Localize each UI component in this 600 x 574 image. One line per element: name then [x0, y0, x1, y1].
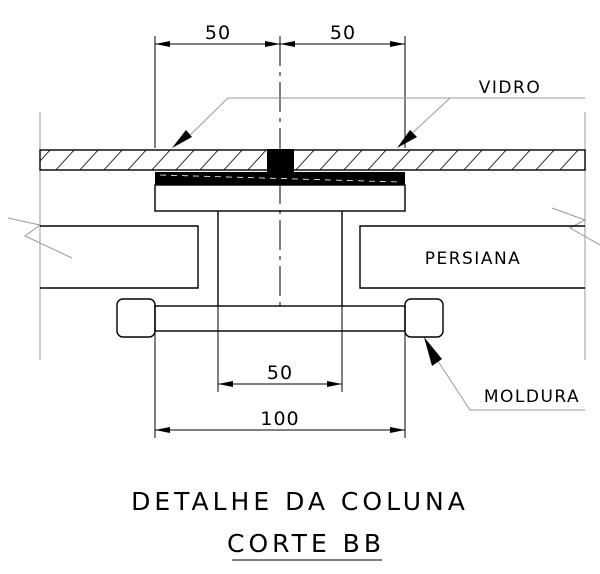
- glass-hatch-line: [295, 150, 315, 170]
- glass-hatch-line: [319, 150, 339, 170]
- glass-hatch-line: [391, 150, 411, 170]
- glass-hatch-line: [463, 150, 483, 170]
- overall-dimension: 100: [154, 331, 406, 438]
- frame-leader: [424, 337, 585, 411]
- glass-hatch-line: [40, 150, 51, 162]
- glass-hatch-line: [511, 150, 531, 170]
- glass-hatch-line: [103, 150, 123, 170]
- drawing-subtitle: CORTE BB: [227, 529, 385, 558]
- glass-hatch-line: [439, 150, 459, 170]
- dimension-top-left: 50: [205, 22, 231, 44]
- label-frame: MOLDURA: [484, 387, 580, 407]
- glass-hatch-line: [127, 150, 147, 170]
- label-glass: VIDRO: [479, 78, 541, 98]
- shutter-right: [359, 225, 585, 289]
- shutter-left: [40, 225, 199, 289]
- glass-hatch-line: [535, 150, 555, 170]
- glass-leader: [172, 97, 585, 148]
- column-body: [154, 184, 406, 306]
- glass-section: [39, 149, 586, 171]
- drawing-title: DETALHE DA COLUNA: [131, 487, 469, 516]
- glass-hatch-line: [199, 150, 219, 170]
- glass-hatch-line: [559, 150, 579, 170]
- label-shutter: PERSIANA: [425, 249, 522, 269]
- glass-hatch-line: [79, 150, 99, 170]
- inner-dimension: 50: [217, 306, 343, 392]
- dimension-overall: 100: [260, 408, 299, 430]
- glass-hatch-line: [223, 150, 243, 170]
- gasket-strip: [155, 149, 405, 185]
- glass-hatch-line: [367, 150, 387, 170]
- dimension-inner: 50: [267, 362, 293, 384]
- glass-hatch-line: [55, 150, 75, 170]
- glass-hatch-line: [175, 150, 195, 170]
- glass-hatch-line: [487, 150, 507, 170]
- glass-hatch-line: [415, 150, 435, 170]
- glass-hatch-line: [247, 150, 267, 170]
- dimension-top-right: 50: [330, 22, 356, 44]
- glass-hatch-line: [343, 150, 363, 170]
- wall-lines: [7, 112, 600, 360]
- glass-hatch-line: [151, 150, 171, 170]
